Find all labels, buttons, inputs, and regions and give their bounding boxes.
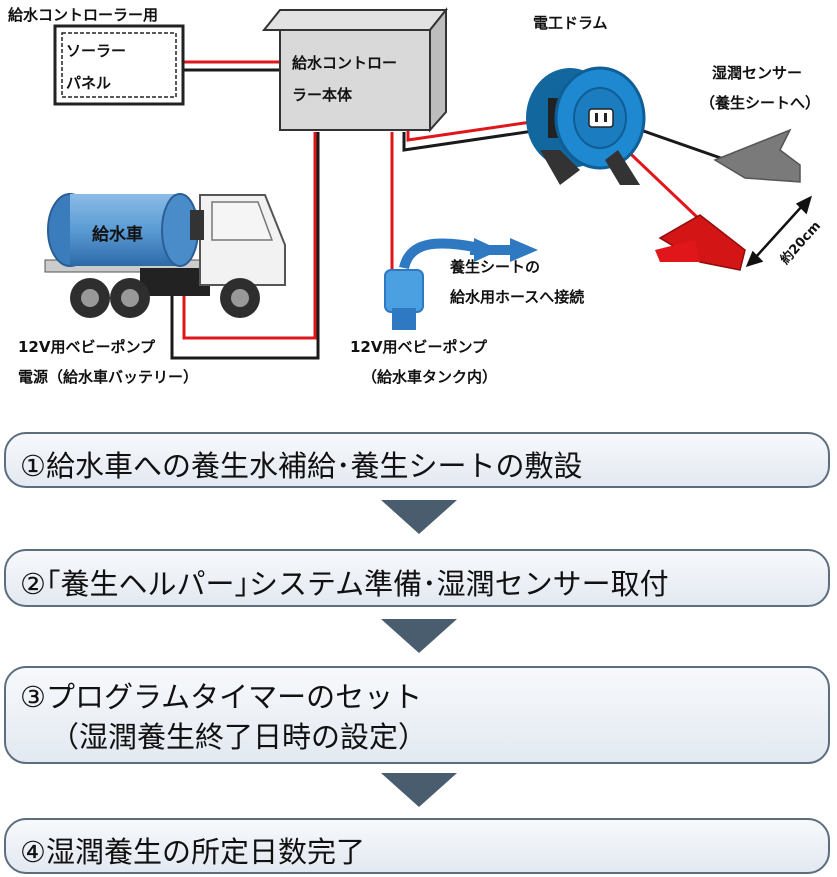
step-3: ③プログラムタイマーのセット （湿潤養生終了日時の設定） [4,666,830,764]
controller-label-1: 給水コントロー [292,54,397,72]
pump-power-label-2: 電源（給水車バッテリー） [18,368,198,386]
step-4-text: ④湿潤養生の所定日数完了 [20,835,365,869]
hose-label-1: 養生シートの [449,258,540,276]
controller-label-2: ラー本体 [292,86,353,104]
step-4: ④湿潤養生の所定日数完了 [4,818,830,874]
sensor-label-2: （養生シートへ） [700,94,820,112]
reel-label: 電工ドラム [533,14,608,32]
step-arrow-1 [381,500,457,534]
baby-pump [384,238,538,330]
solar-panel [53,24,185,106]
step-arrow-3 [381,773,457,807]
solar-panel-label-1: ソーラー [66,42,126,60]
water-truck [44,193,286,318]
distance-marker [745,195,812,267]
pump-label-2: （給水車タンク内） [362,368,497,386]
pump-label-1: 12V用ベビーポンプ [350,338,488,356]
step-3-text: ③プログラムタイマーのセット [20,680,423,714]
step-arrow-2 [381,619,457,653]
sensor-label-1: 湿潤センサー [712,64,802,82]
solar-caption: 給水コントローラー用 [8,6,158,24]
step-1: ①給水車への養生水補給･養生シートの敷設 [4,432,830,488]
hose-label-2: 給水用ホースへ接続 [450,288,584,306]
step-2: ②｢養生ヘルパー｣システム準備･湿潤センサー取付 [4,549,830,607]
wetness-sensor [655,128,801,271]
step-3-subtext: （湿潤養生終了日時の設定） [50,720,428,754]
controller-box [261,7,449,133]
step-2-text: ②｢養生ヘルパー｣システム準備･湿潤センサー取付 [20,567,669,601]
truck-label: 給水車 [92,224,143,245]
system-diagram: 給水コントローラー用 ソーラー パネル 給水コントロー ラー本体 電工ドラム 湿… [8,6,824,386]
step-1-text: ①給水車への養生水補給･養生シートの敷設 [20,449,583,483]
cable-reel [526,66,646,185]
pump-power-label-1: 12V用ベビーポンプ [18,338,156,356]
solar-panel-label-2: パネル [66,74,111,92]
